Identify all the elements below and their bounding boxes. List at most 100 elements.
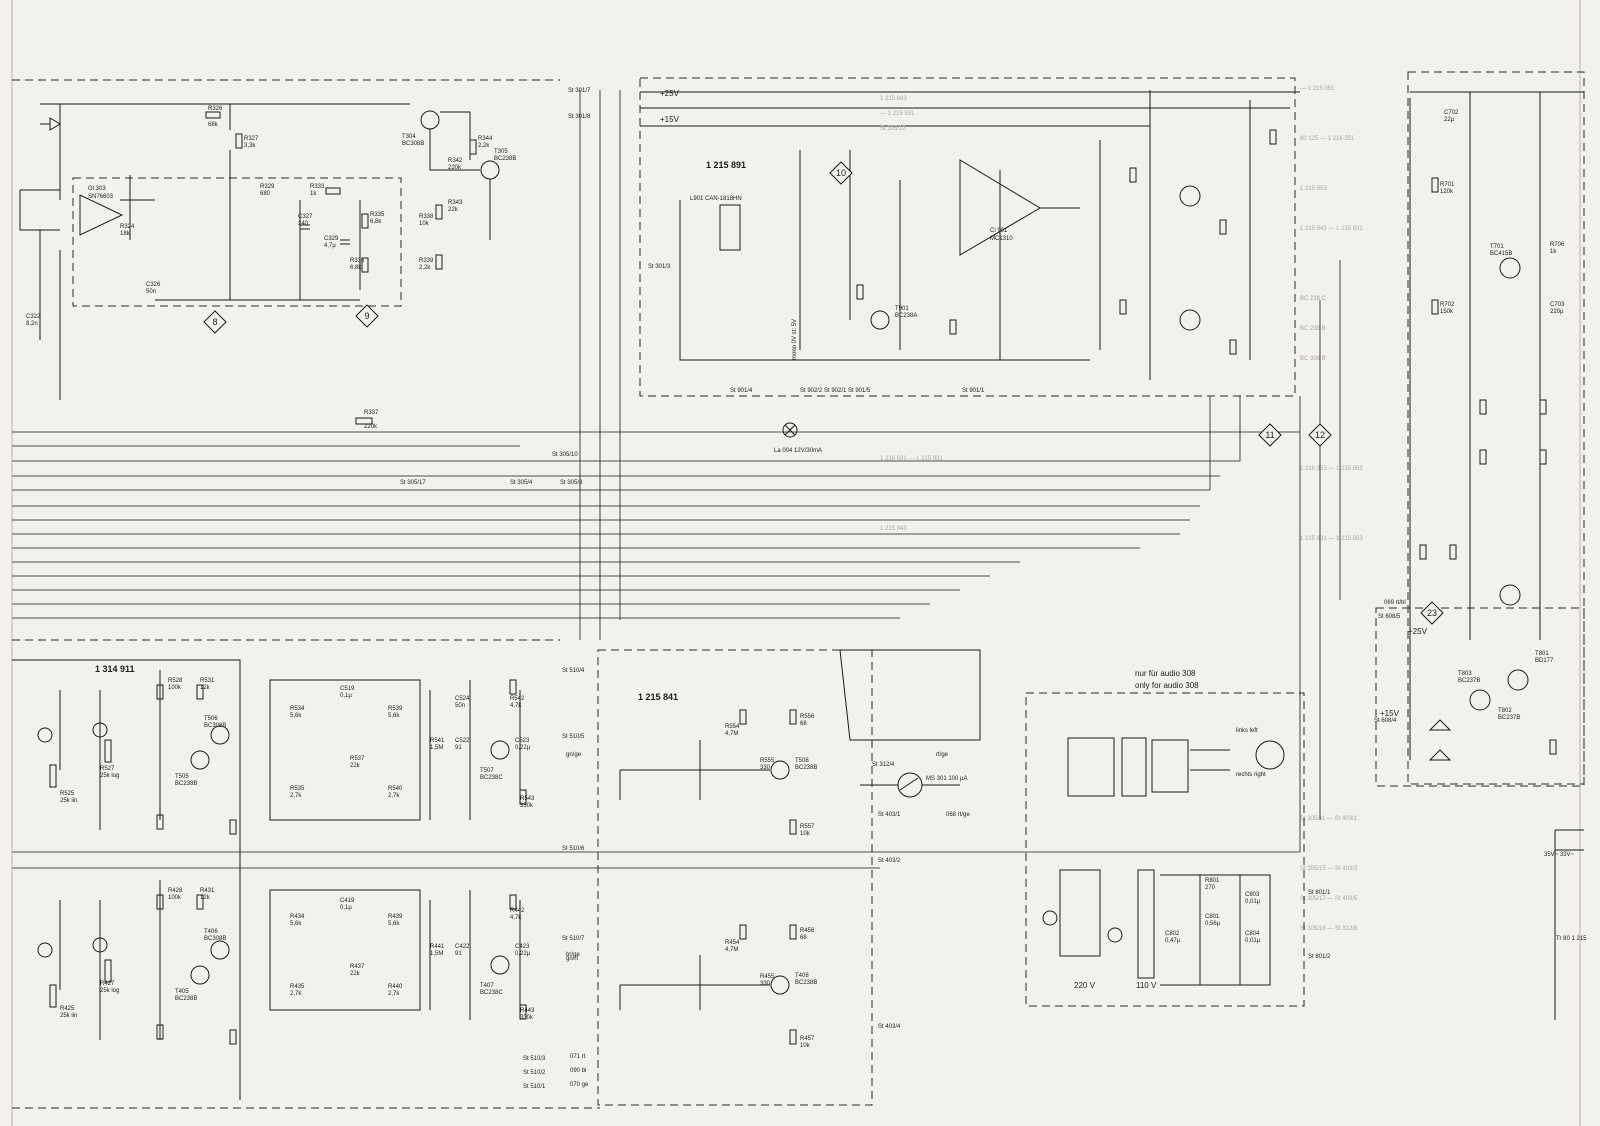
svg-text:St 510/3: St 510/3 (523, 1056, 546, 1062)
section-tuner (19, 103, 500, 425)
svg-text:BC 238 B: BC 238 B (1300, 326, 1326, 332)
svg-text:100k: 100k (168, 895, 182, 901)
transistor-t304-symbol (420, 110, 440, 130)
svg-text:10: 10 (836, 168, 846, 178)
svg-text:C322: C322 (26, 314, 41, 320)
section-audio308 (1042, 737, 1285, 986)
svg-text:R557: R557 (800, 824, 815, 830)
svg-text:R455: R455 (760, 974, 775, 980)
svg-text:C703: C703 (1550, 302, 1565, 308)
svg-text:R543: R543 (520, 796, 535, 802)
svg-text:St 305/8: St 305/8 (560, 480, 583, 486)
svg-text:R425: R425 (60, 1006, 75, 1012)
transformer-label: Tr 80 1 215 (1556, 936, 1587, 942)
svg-text:C802: C802 (1165, 931, 1180, 937)
svg-text:R427: R427 (100, 981, 115, 987)
svg-text:St 510/4: St 510/4 (562, 668, 585, 674)
transistor-ref: T407 (480, 983, 494, 989)
svg-text:R554: R554 (725, 724, 740, 730)
svg-text:50n: 50n (455, 703, 465, 709)
audio308-note: only for audio 308 (1135, 681, 1199, 690)
svg-text:R535: R535 (290, 786, 305, 792)
rail-label: +25V (660, 89, 680, 98)
svg-text:St 301/8: St 301/8 (568, 114, 591, 120)
svg-text:1 216 351 — 1 215 853: 1 216 351 — 1 215 853 (1300, 466, 1363, 472)
svg-text:R527: R527 (100, 766, 115, 772)
transistor-part: BC238B (795, 765, 817, 771)
svg-text:0,01µ: 0,01µ (1245, 938, 1261, 944)
svg-text:12k: 12k (200, 895, 211, 901)
svg-text:10k: 10k (800, 831, 811, 837)
svg-text:St 902/1: St 902/1 (824, 388, 847, 394)
svg-text:St 801/1: St 801/1 (1308, 890, 1331, 896)
svg-text:St 901/4: St 901/4 (730, 388, 753, 394)
section-channel-b (37, 880, 797, 1045)
channel-label: rechts right (1236, 772, 1266, 778)
svg-text:C327: C327 (298, 214, 313, 220)
svg-text:C519: C519 (340, 686, 355, 692)
svg-text:11: 11 (1265, 430, 1274, 440)
marker-12: 12 (1308, 423, 1332, 447)
transistor-ref: T801 (1535, 651, 1549, 657)
ic-ref: Ci 901 (990, 228, 1008, 234)
svg-text:R457: R457 (800, 1036, 815, 1042)
svg-text:R537: R537 (350, 756, 365, 762)
pot-p-indicator (92, 722, 108, 738)
svg-text:R801: R801 (1205, 878, 1220, 884)
voltage-label: 220 V (1074, 981, 1096, 990)
transistor-t305-symbol (480, 160, 500, 180)
svg-text:St 510/1: St 510/1 (523, 1084, 546, 1090)
svg-text:St 403/4: St 403/4 (878, 1024, 901, 1030)
svg-text:12k: 12k (200, 685, 211, 691)
transistor-part: BC238A (895, 313, 917, 319)
svg-text:18k: 18k (120, 231, 131, 237)
svg-text:St 510/6: St 510/6 (562, 846, 585, 852)
section-decoder (640, 90, 1300, 438)
transistor-t507-symbol (490, 740, 510, 760)
svg-text:R542: R542 (510, 696, 525, 702)
svg-text:R435: R435 (290, 984, 305, 990)
transistor-part: BC237B (1498, 715, 1520, 721)
svg-text:8: 8 (212, 317, 217, 327)
svg-text:C422: C422 (455, 944, 470, 950)
svg-text:R443: R443 (520, 1008, 535, 1014)
svg-text:BC 238 C: BC 238 C (1300, 296, 1327, 302)
transistor-t508-symbol (770, 760, 790, 780)
svg-text:gn/ge: gn/ge (566, 752, 582, 758)
svg-text:6,8k: 6,8k (350, 265, 362, 271)
svg-text:0,1µ: 0,1µ (340, 693, 352, 699)
transistor-part: BD177 (1535, 658, 1554, 664)
svg-text:1k: 1k (1550, 249, 1557, 255)
svg-text:3,3k: 3,3k (244, 143, 256, 149)
svg-text:R531: R531 (200, 678, 215, 684)
voltage-label: 110 V (1136, 981, 1157, 990)
transistor-t506-symbol (210, 725, 230, 745)
supply-label: 35V~ 33V~ (1544, 852, 1575, 858)
svg-text:R342: R342 (448, 158, 463, 164)
svg-text:R326: R326 (208, 106, 223, 112)
svg-text:gn/rt: gn/rt (566, 956, 578, 962)
transistor-part: BC238B (795, 980, 817, 986)
svg-text:23: 23 (1427, 608, 1437, 618)
marker-10: 10 (829, 161, 853, 185)
svg-text:069 rt/bl: 069 rt/bl (1384, 600, 1406, 606)
svg-text:— 1 215 591: — 1 215 591 (880, 111, 915, 117)
svg-text:R525: R525 (60, 791, 75, 797)
svg-text:R702: R702 (1440, 302, 1455, 308)
svg-text:R541: R541 (430, 738, 445, 744)
board-outlines (12, 71, 1585, 1109)
svg-text:25k log: 25k log (100, 988, 119, 994)
transistor-part: BC238B (175, 781, 197, 787)
svg-text:100k: 100k (168, 685, 182, 691)
transistor-part: BC237B (1458, 678, 1480, 684)
svg-text:C803: C803 (1245, 892, 1260, 898)
svg-text:BC 308 B: BC 308 B (1300, 356, 1326, 362)
ic-gl303-symbol (79, 194, 124, 236)
svg-text:R431: R431 (200, 888, 215, 894)
svg-text:R337: R337 (364, 410, 379, 416)
svg-text:1 216 631 — 1 215 931: 1 216 631 — 1 215 931 (880, 456, 943, 462)
svg-text:R701: R701 (1440, 182, 1455, 188)
transistor-part: BC238B (494, 156, 516, 162)
svg-text:071 rt: 071 rt (570, 1054, 586, 1060)
transistor-t704-symbol (1499, 584, 1521, 606)
